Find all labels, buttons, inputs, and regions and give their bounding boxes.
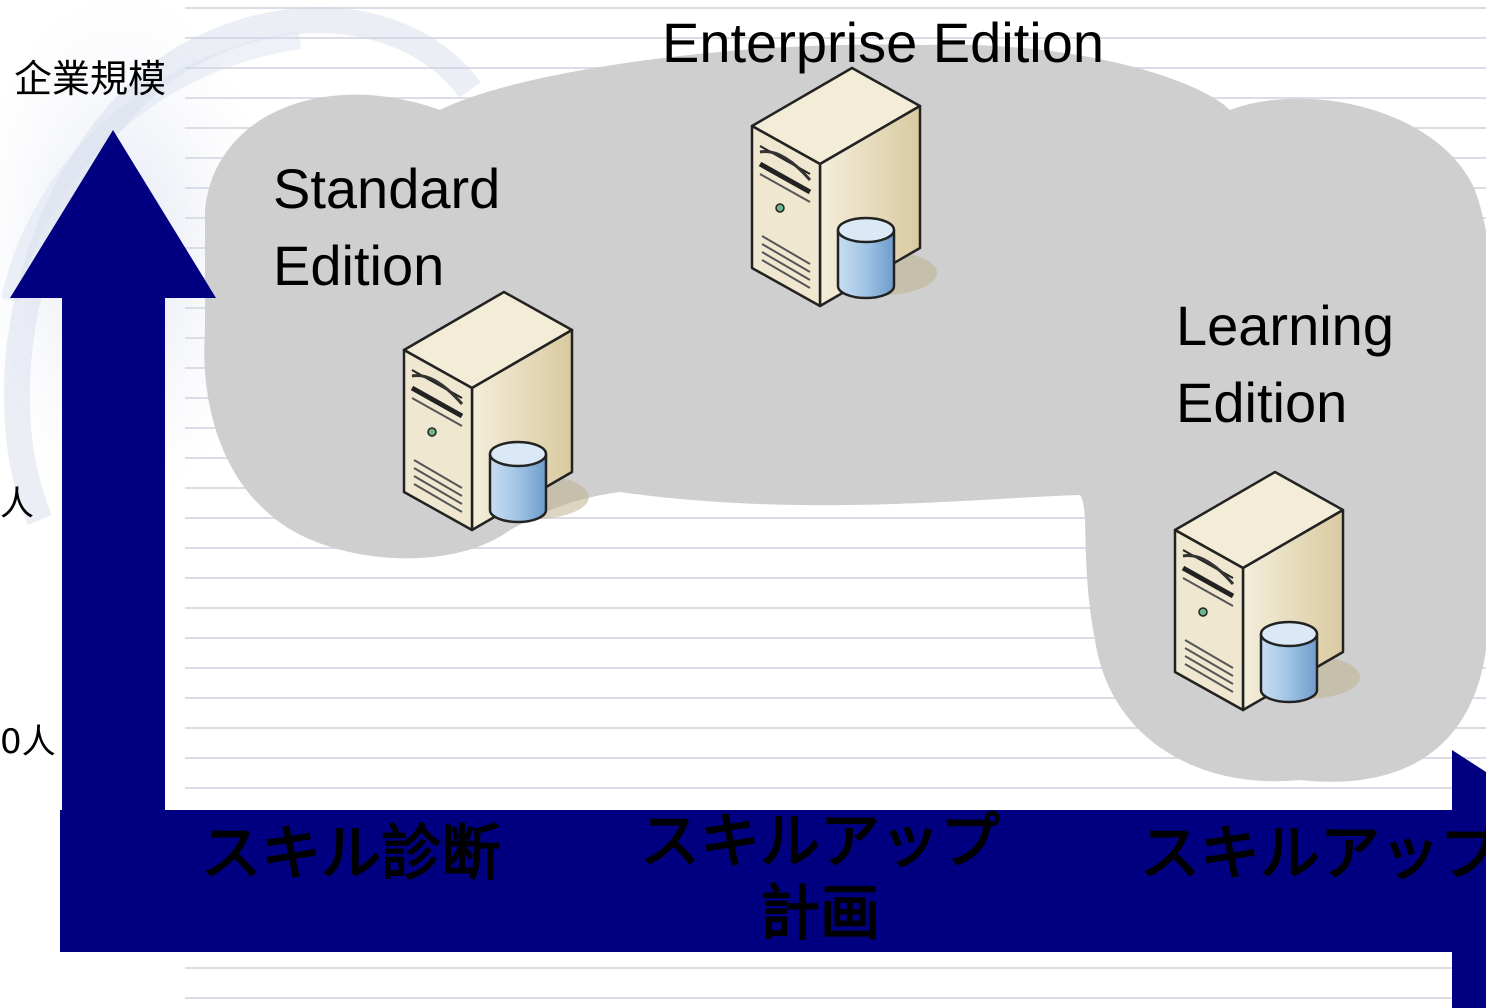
y-axis-tick-label: 人 bbox=[0, 484, 34, 524]
learning-edition-label: Learning Edition bbox=[1176, 294, 1394, 434]
y-axis-title: 企業規模 bbox=[14, 57, 167, 101]
edition-cloud bbox=[204, 44, 1486, 782]
y-axis-arrow bbox=[10, 130, 216, 810]
stage-label-skill-diagnosis: スキル診断 bbox=[201, 819, 501, 889]
x-axis-arrow bbox=[60, 750, 1486, 1008]
stage-label-skillup: スキルアップ bbox=[1140, 819, 1486, 889]
y-axis-tick-label: 0人 bbox=[0, 722, 56, 762]
enterprise-edition-label: Enterprise Edition bbox=[662, 11, 1105, 74]
stage-label-skillup-plan: スキルアップ 計画 bbox=[640, 807, 1000, 949]
standard-edition-label: Standard Edition bbox=[273, 157, 501, 297]
